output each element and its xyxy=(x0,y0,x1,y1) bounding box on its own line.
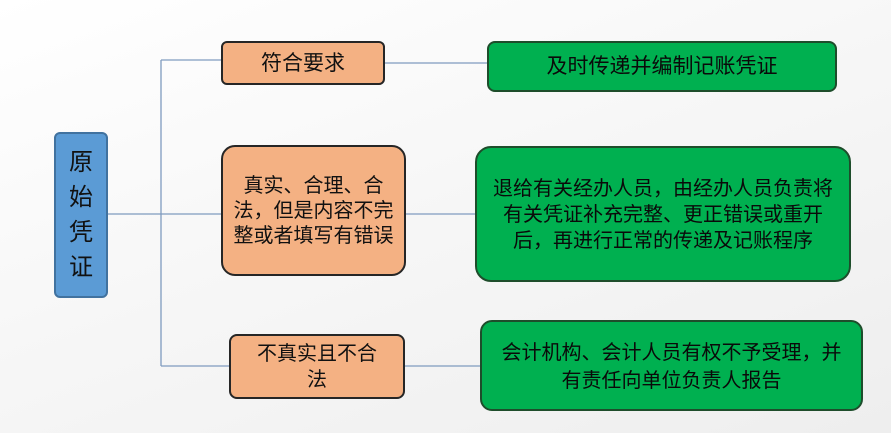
action-node-refuse-and-report: 会计机构、会计人员有权不予受理，并有责任向单位负责人报告 xyxy=(480,320,863,411)
action-node-pass-and-record: 及时传递并编制记账凭证 xyxy=(487,41,837,92)
root-node-original-voucher: 原始凭证 xyxy=(54,132,108,298)
action-node-return-to-handler: 退给有关经办人员，由经办人员负责将有关凭证补充完整、更正错误或重开后，再进行正常… xyxy=(475,146,851,282)
condition-node-incomplete-or-erroneous: 真实、合理、合法，但是内容不完整或者填写有错误 xyxy=(221,145,406,276)
condition-node-meets-requirements: 符合要求 xyxy=(221,41,385,85)
condition-node-untrue-and-illegal: 不真实且不合法 xyxy=(229,334,405,399)
